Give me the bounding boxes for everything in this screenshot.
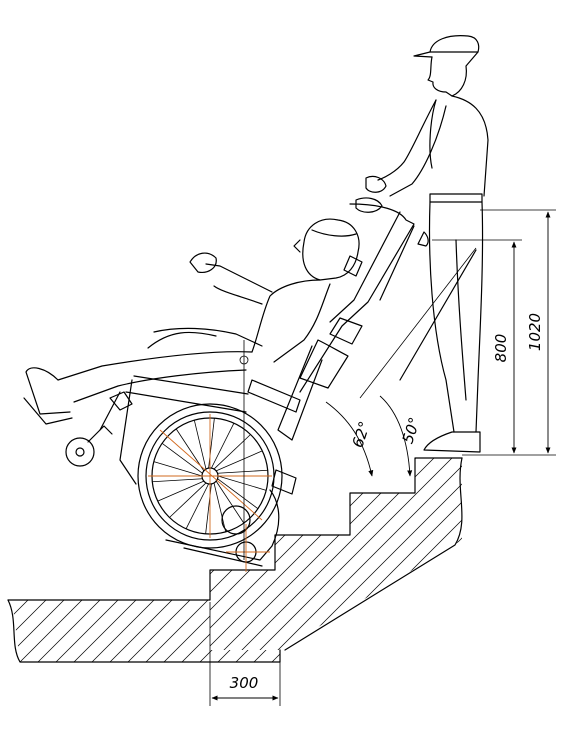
step-depth-dimension: 300 — [209, 602, 281, 706]
climber-frame — [247, 203, 477, 441]
handle-height-label: 800 — [492, 334, 510, 363]
platform-height-label: 1020 — [526, 313, 544, 351]
seated-person — [23, 218, 363, 425]
height-dimensions: 1020 800 — [432, 209, 556, 456]
center-marks — [148, 340, 272, 572]
wheelchair — [65, 331, 297, 567]
angle-indicators: 62° 50° — [325, 247, 477, 477]
step-depth-label: 300 — [230, 674, 259, 692]
ground-hatching — [12, 600, 280, 662]
chair-angle-label: 62° — [349, 419, 374, 450]
operator-figure — [355, 35, 489, 453]
stair-angle-label: 50° — [399, 415, 424, 446]
